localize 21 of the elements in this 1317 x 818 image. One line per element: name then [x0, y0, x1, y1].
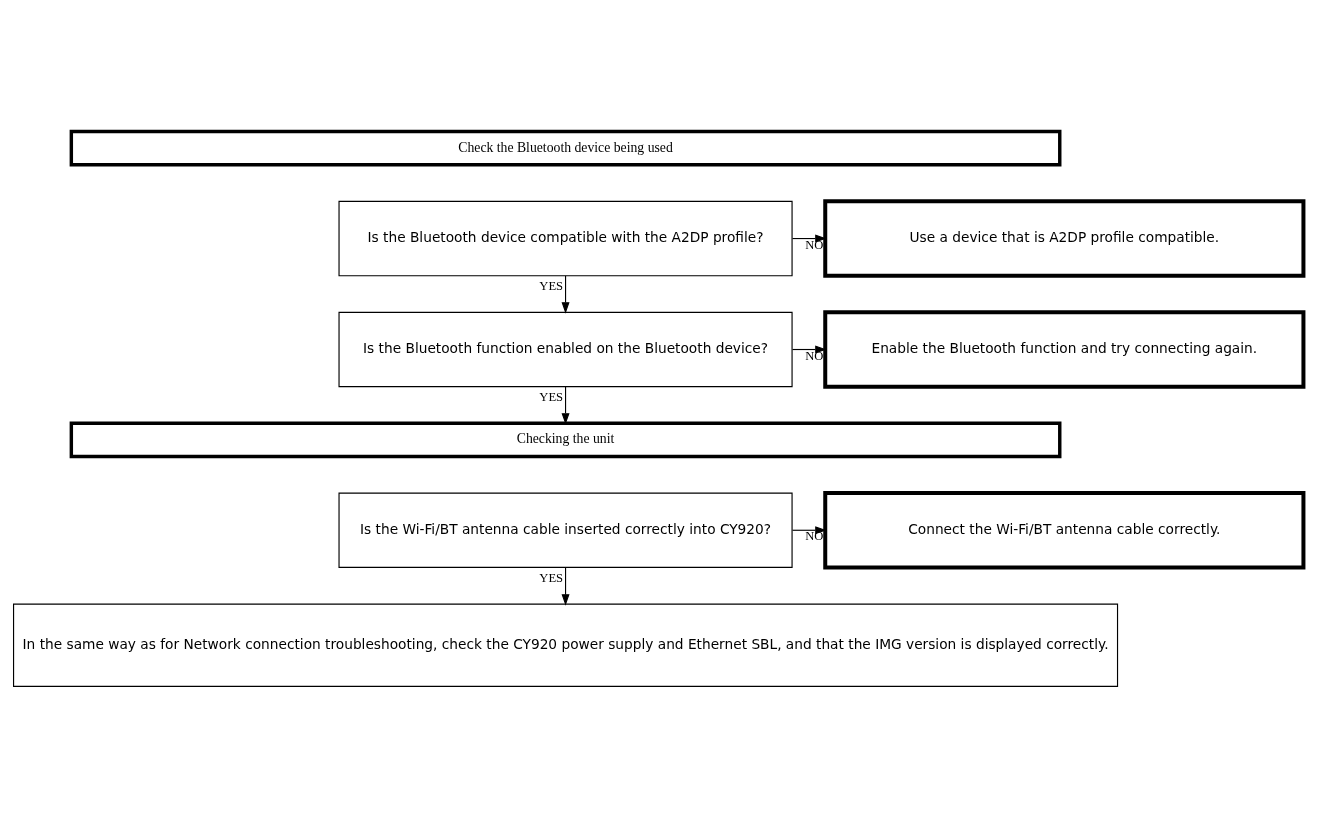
node-box: Is the Wi-Fi/BT antenna cable inserted correctly into CY920?: [338, 492, 793, 569]
arrow: [791, 345, 827, 354]
node-box: Checking the unit: [69, 421, 1062, 459]
edge-label: NO: [805, 529, 824, 544]
node-box: Enable the Bluetooth function and try connecting again.: [823, 310, 1306, 389]
arrow: [561, 275, 570, 314]
edge-label: NO: [805, 348, 824, 363]
edge-label: YES: [539, 571, 564, 586]
node-box: Connect the Wi-Fi/BT antenna cable correctly.: [823, 491, 1306, 570]
edge-label: YES: [539, 390, 564, 405]
node-box: Is the Bluetooth function enabled on the Bluetooth device?: [338, 311, 793, 388]
node-box: Use a device that is A2DP profile compatible.: [823, 199, 1306, 278]
node-box: Check the Bluetooth device being used: [69, 129, 1062, 167]
arrow: [791, 526, 827, 535]
node-box: Is the Bluetooth device compatible with the A2DP profile?: [338, 200, 793, 277]
arrow: [561, 386, 570, 425]
node-box: In the same way as for Network connection troubleshooting, check the CY920 power supply and Ethernet SBL, and that the IMG version is displayed correctly.: [13, 603, 1119, 687]
arrow: [791, 234, 827, 243]
edge-label: NO: [805, 237, 824, 252]
edge-label: YES: [539, 279, 564, 294]
arrow: [561, 567, 570, 606]
